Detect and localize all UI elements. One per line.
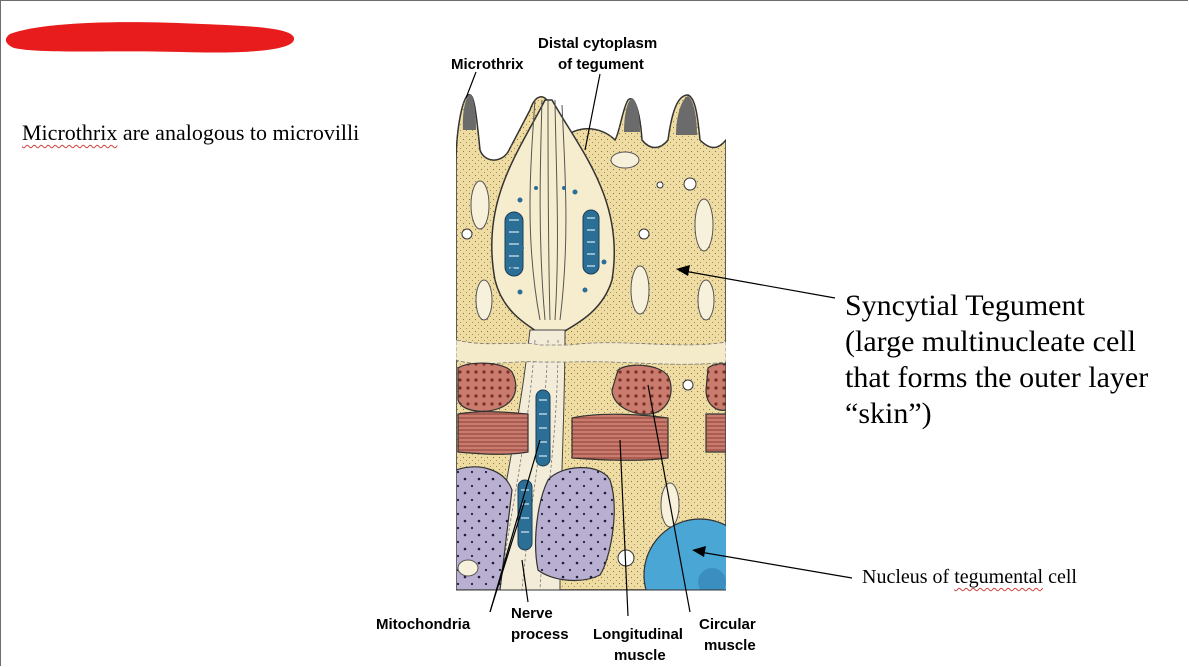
label-longitudinal-1: Longitudinal (593, 626, 683, 643)
microthrix-tip (624, 98, 640, 132)
arrow-nucleus (699, 551, 853, 579)
leader-circular (647, 384, 691, 613)
caption-line-1: Syncytial Tegument (845, 289, 1085, 322)
circular-muscle-block (705, 363, 726, 411)
longitudinal-muscle-block (457, 411, 529, 455)
leader-nerve-process (521, 559, 529, 603)
caption-line-4: “skin”) (845, 397, 932, 430)
label-circular-1: Circular (699, 616, 756, 633)
nucleus-caption-term: tegumental (954, 566, 1044, 588)
label-mitochondria: Mitochondria (376, 616, 471, 633)
arrowhead-syncytial (676, 265, 690, 276)
label-microthrix: Microthrix (451, 56, 524, 73)
nucleus-caption: Nucleus of tegumental cell (862, 566, 1077, 589)
longitudinal-muscle-block (705, 413, 726, 453)
microthrix-tip (676, 96, 697, 135)
label-distal-cytoplasm-2: of tegument (558, 56, 644, 73)
nucleus-caption-prefix: Nucleus of (862, 566, 955, 588)
label-nerve-1: Nerve (511, 605, 553, 622)
caption-line-2: (large multinucleate cell (845, 325, 1136, 358)
microthrix-note: Microthrix are analogous to microvilli (22, 120, 359, 146)
note-term: Microthrix (22, 120, 118, 145)
label-distal-cytoplasm-1: Distal cytoplasm (538, 35, 658, 52)
longitudinal-muscle-block (571, 413, 669, 461)
note-text: are analogous to microvilli (117, 120, 360, 145)
label-longitudinal-2: muscle (614, 647, 666, 664)
label-circular-2: muscle (704, 637, 756, 654)
leader-microthrix (465, 71, 477, 99)
microthrix-tip (462, 94, 476, 130)
leader-mitochondria-2 (489, 439, 541, 613)
redaction-mark (5, 22, 295, 53)
arrowhead-nucleus (692, 546, 706, 557)
caption-line-3: that forms the outer layer (845, 361, 1149, 394)
arrow-syncytial (683, 270, 836, 299)
circular-muscle-block (457, 362, 517, 412)
nucleus-caption-suffix: cell (1043, 566, 1077, 588)
syncytial-tegument-caption: Syncytial Tegument (large multinucleate … (845, 288, 1148, 432)
leader-distal-cytoplasm (584, 73, 601, 151)
leader-longitudinal (619, 439, 629, 617)
circular-muscle-block (611, 364, 672, 415)
label-nerve-2: process (511, 626, 569, 643)
